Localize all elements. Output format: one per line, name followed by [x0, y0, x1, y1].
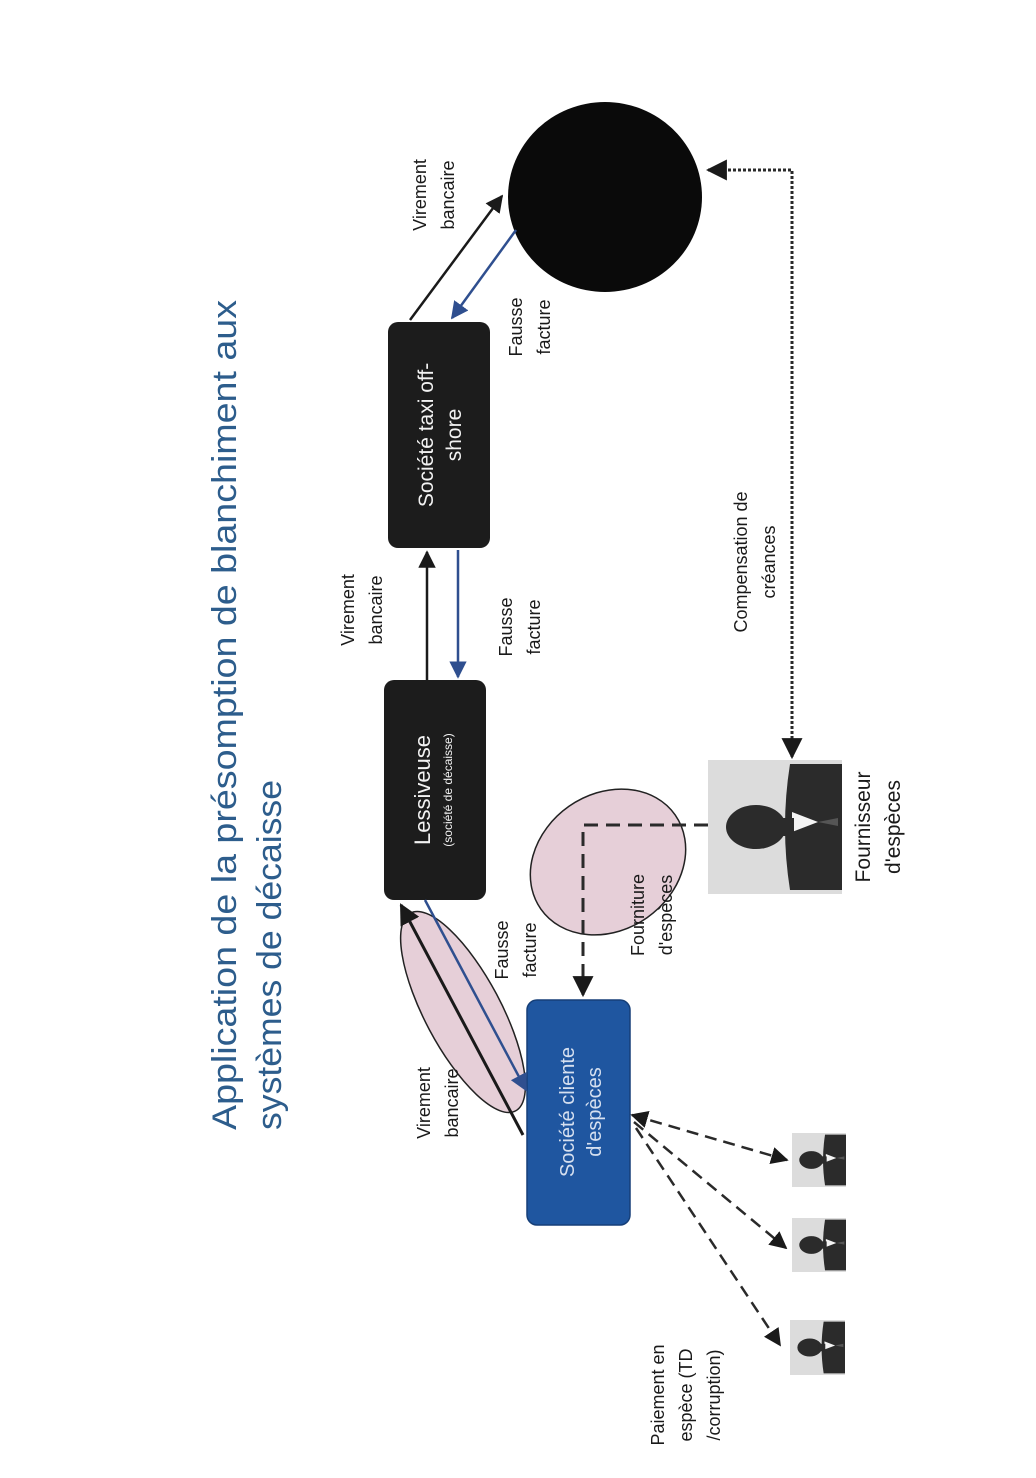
label-fausse-top: Fausse facture: [506, 297, 554, 356]
node-lessiveuse: Lessiveuse (société de décaisse): [384, 680, 486, 900]
label-paiement: Paiement en espèce (TD /corruption): [648, 1344, 724, 1445]
label-fournisseur: Fournisseur d'espèces: [852, 772, 905, 883]
offshore-line-1: Société taxi off-: [415, 363, 438, 507]
label-line: facture: [524, 599, 544, 654]
label-line: d'espèces: [882, 780, 905, 874]
label-virement-top: Virement bancaire: [410, 159, 458, 231]
label-line: bancaire: [366, 575, 386, 644]
label-line: facture: [520, 922, 540, 977]
label-line: Fausse: [496, 597, 516, 656]
label-line: Fournisseur: [852, 772, 875, 883]
label-line: Fausse: [492, 920, 512, 979]
label-line: Virement: [414, 1067, 434, 1139]
offshore-line-2: shore: [443, 409, 466, 462]
label-fourniture: Fourniture d'espèces: [628, 874, 676, 956]
label-line: /corruption): [704, 1349, 724, 1440]
node-offshore: Société taxi off- shore: [388, 322, 490, 548]
label-line: Compensation de: [731, 491, 751, 632]
label-fausse-low: Fausse facture: [492, 920, 540, 979]
arrow-facture-lessiveuse-to-cliente: [423, 899, 528, 1092]
label-line: Virement: [338, 574, 358, 646]
fournisseur-person-icon: [708, 760, 842, 894]
arrow-paiement-2: [633, 1121, 788, 1250]
label-line: Fourniture: [628, 874, 648, 956]
label-line: bancaire: [442, 1068, 462, 1137]
person-icon-2: [792, 1218, 846, 1272]
lessiveuse-sublabel: (société de décaisse): [441, 733, 455, 846]
hidden-entity-circle: [508, 102, 702, 292]
title-line-1: Application de la présomption de blanchi…: [206, 300, 244, 1130]
cliente-line-1: Société cliente: [557, 1047, 579, 1177]
label-compensation: Compensation de créances: [731, 491, 779, 632]
lessiveuse-label: Lessiveuse: [410, 735, 435, 845]
arrow-virement-cliente-to-lessiveuse: [399, 903, 525, 1136]
title-line-2: systèmes de décaisse: [251, 780, 289, 1130]
person-icon-1: [792, 1133, 846, 1187]
label-line: espèce (TD: [676, 1348, 696, 1441]
label-line: Paiement en: [648, 1344, 668, 1445]
label-line: Fausse: [506, 297, 526, 356]
label-line: créances: [759, 525, 779, 598]
label-virement-low: Virement bancaire: [414, 1067, 462, 1139]
label-line: facture: [534, 299, 554, 354]
label-virement-mid: Virement bancaire: [338, 574, 386, 646]
label-line: Virement: [410, 159, 430, 231]
cliente-line-2: d'espèces: [584, 1067, 606, 1156]
highlight-ellipse-supply: [529, 788, 687, 936]
arrow-compensation-creances: [705, 159, 803, 760]
arrow-paiement-1: [630, 1110, 789, 1165]
label-line: d'espèces: [656, 875, 676, 956]
arrow-facture-circle-to-offshore: [450, 229, 518, 320]
arrow-virement-offshore-to-circle: [408, 194, 504, 321]
label-fausse-mid: Fausse facture: [496, 597, 544, 656]
node-cliente: Société cliente d'espèces: [526, 999, 631, 1226]
title: Application de la présomption de blanchi…: [206, 300, 289, 1130]
arrow-paiement-3: [634, 1127, 782, 1347]
person-icon-3: [790, 1320, 845, 1375]
label-line: bancaire: [438, 160, 458, 229]
